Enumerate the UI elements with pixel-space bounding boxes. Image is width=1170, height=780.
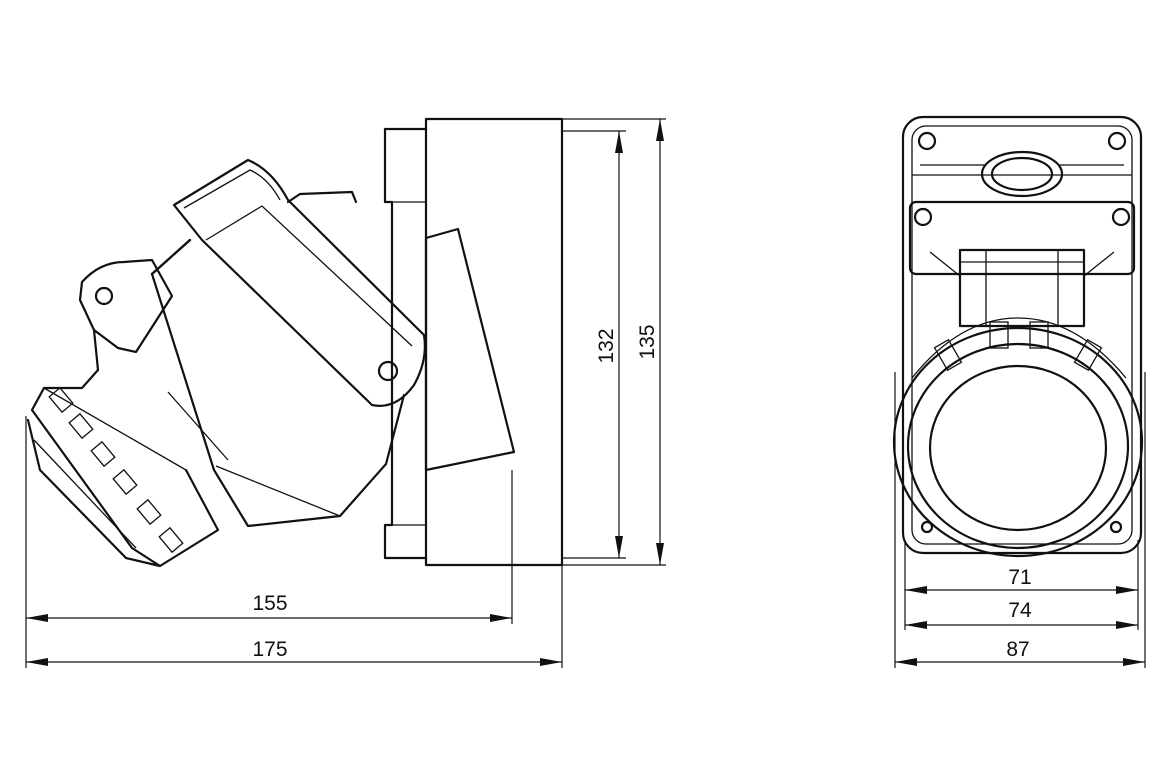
dimension-135: 135 bbox=[636, 119, 664, 565]
front-housing bbox=[901, 115, 1143, 555]
dimension-74: 74 bbox=[905, 599, 1138, 629]
mounting-hole-bottom-left bbox=[920, 520, 934, 534]
dimension-label-175: 175 bbox=[252, 638, 287, 661]
mounting-hole-mid-right bbox=[1111, 207, 1131, 227]
mounting-hole-top-right bbox=[1107, 131, 1127, 151]
dimension-155: 155 bbox=[26, 592, 512, 622]
cable-entry bbox=[912, 150, 1132, 198]
front-plate bbox=[424, 227, 516, 472]
lid-frame bbox=[908, 200, 1136, 277]
hinge-block bbox=[958, 248, 1086, 328]
dimension-87: 87 bbox=[895, 638, 1145, 666]
screw-hole bbox=[94, 286, 114, 306]
dimension-label-71: 71 bbox=[1008, 566, 1031, 589]
mounting-hole-top-left bbox=[917, 131, 937, 151]
side-view: 155 175 132 135 bbox=[25, 117, 666, 668]
dimension-label-135: 135 bbox=[636, 324, 659, 359]
mounting-hole-bottom-right bbox=[1109, 520, 1123, 534]
dimension-label-87: 87 bbox=[1006, 638, 1029, 661]
socket-housing bbox=[150, 190, 406, 528]
side-extension-lines bbox=[25, 118, 666, 668]
dimension-label-132: 132 bbox=[595, 328, 618, 363]
mounting-box bbox=[383, 117, 564, 567]
dimension-132: 132 bbox=[595, 131, 623, 558]
hinged-lid bbox=[172, 158, 426, 407]
dimension-175: 175 bbox=[26, 638, 562, 666]
front-extension-lines bbox=[894, 372, 1146, 668]
mounting-hole-mid-left bbox=[913, 207, 933, 227]
dimension-71: 71 bbox=[905, 566, 1138, 594]
nose-ring bbox=[26, 258, 220, 568]
front-view: 71 74 87 bbox=[892, 115, 1146, 668]
hinge-pin bbox=[377, 360, 399, 382]
dimension-label-74: 74 bbox=[1008, 599, 1032, 622]
dimension-label-155: 155 bbox=[252, 592, 287, 615]
socket-ring bbox=[892, 317, 1144, 558]
